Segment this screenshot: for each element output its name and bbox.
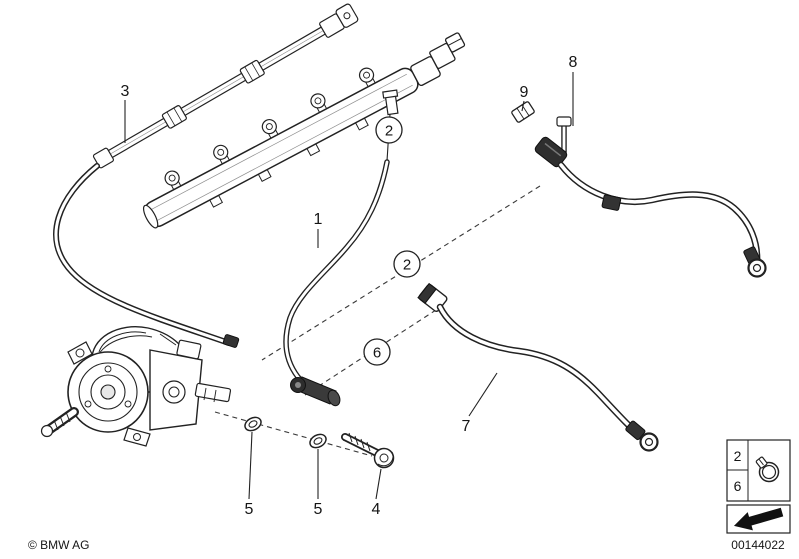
callout-2-lower[interactable]: 2 (393, 250, 421, 278)
copyright-text: © BMW AG (28, 538, 90, 552)
rail-outlet-port (382, 89, 399, 116)
legend-box: 2 6 (726, 439, 791, 502)
rail-union (239, 59, 265, 84)
callouts: 3 1 8 9 7 5 5 4 (121, 54, 578, 518)
sealing-washers (244, 416, 327, 449)
callout-label[interactable]: 1 (314, 211, 323, 228)
fuel-hose-7 (417, 282, 659, 452)
callout-label[interactable]: 5 (245, 501, 254, 518)
callout-8[interactable]: 8 (569, 54, 578, 126)
fuel-return-rail (53, 3, 359, 348)
callout-9[interactable]: 9 (520, 84, 529, 112)
legend-item-6: 6 (734, 478, 742, 494)
callout-label[interactable]: 5 (314, 501, 323, 518)
rail-union (161, 105, 187, 129)
callout-5b[interactable]: 5 (314, 449, 323, 518)
hose8-t-fitting (534, 136, 568, 168)
fitting-9 (511, 101, 535, 123)
legend-item-2: 2 (734, 448, 742, 464)
banjo-bolt (341, 432, 395, 469)
washer (244, 416, 262, 432)
pump-outlet-fitting (194, 382, 232, 403)
fuel-rail (142, 32, 466, 229)
callout-3[interactable]: 3 (121, 83, 130, 143)
washer (309, 433, 327, 449)
reference-lines (214, 185, 541, 457)
callout-label[interactable]: 2 (385, 123, 393, 140)
hose8-union (601, 194, 622, 211)
bolt-head (373, 447, 395, 469)
callout-label[interactable]: 9 (520, 84, 529, 101)
callout-label[interactable]: 8 (569, 54, 578, 71)
callout-5a[interactable]: 5 (245, 431, 254, 518)
rail-ports (164, 67, 377, 193)
pump-sensor (176, 339, 202, 360)
callout-label[interactable]: 3 (121, 83, 130, 100)
drawing-number: 00144022 (731, 538, 785, 552)
callout-label[interactable]: 2 (403, 257, 411, 274)
fuel-hose-8 (511, 101, 767, 278)
fitting-flange (327, 389, 341, 407)
callout-7[interactable]: 7 (462, 372, 498, 435)
high-pressure-pump (40, 326, 232, 447)
fuel-feed-pipe (283, 159, 390, 407)
return-hose-end-fitting (222, 334, 240, 348)
callout-2-upper[interactable]: 2 (375, 116, 403, 144)
callout-label[interactable]: 6 (373, 345, 381, 362)
callout-label[interactable]: 4 (372, 501, 381, 518)
rail-end-fitting (92, 147, 115, 169)
hose-clamp-icon (755, 456, 780, 483)
rail-body (144, 67, 419, 228)
callout-6[interactable]: 6 (363, 338, 391, 366)
stub-cap (556, 116, 572, 127)
callout-4[interactable]: 4 (372, 468, 382, 518)
direction-arrow-icon (733, 507, 784, 531)
callout-label[interactable]: 7 (462, 418, 471, 435)
direction-arrow-box (726, 504, 791, 534)
callout-1[interactable]: 1 (314, 211, 323, 248)
